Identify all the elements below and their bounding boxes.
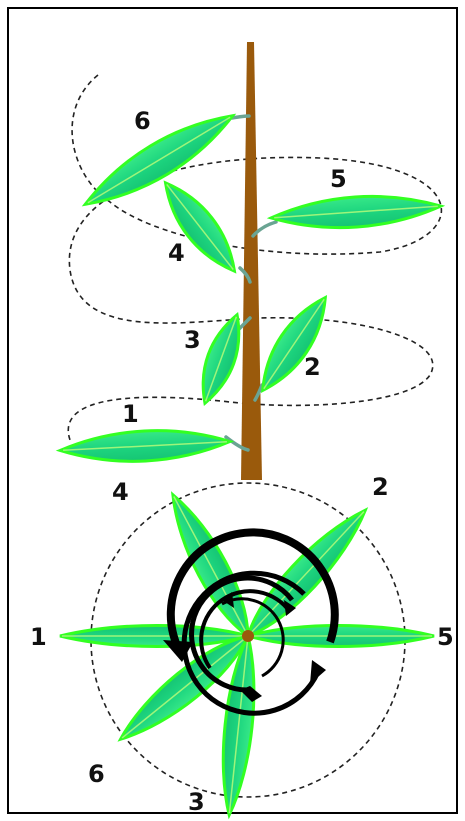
petiole — [230, 114, 251, 120]
petiole — [238, 266, 252, 284]
petiole — [224, 435, 250, 452]
side-label-6: 6 — [134, 107, 151, 135]
top-label-3: 3 — [188, 788, 205, 816]
top-label-6: 6 — [88, 760, 105, 788]
side-leaf-4 — [163, 180, 237, 274]
petiole — [253, 383, 264, 402]
side-label-5: 5 — [330, 165, 347, 193]
side-label-3: 3 — [184, 326, 201, 354]
helix-path — [67, 74, 443, 441]
side-label-1: 1 — [122, 400, 139, 428]
top-label-5: 5 — [437, 623, 454, 651]
top-label-1: 1 — [30, 623, 47, 651]
side-leaf-5 — [266, 194, 446, 230]
top-label-4: 4 — [112, 478, 129, 506]
petiole — [251, 220, 278, 238]
side-view: 1 2 3 4 5 6 — [55, 42, 446, 480]
side-leaf-6 — [81, 113, 237, 207]
side-label-4: 4 — [168, 239, 185, 267]
side-leaf-2 — [260, 295, 328, 393]
top-leaf-5 — [242, 624, 435, 648]
side-label-2: 2 — [304, 353, 321, 381]
spiral-arrows — [163, 528, 339, 716]
stem-cross-section — [242, 630, 254, 642]
side-leaf-3 — [201, 312, 241, 406]
top-view: 1 2 3 4 5 6 — [30, 473, 454, 820]
side-leaf-1 — [55, 429, 235, 463]
stem — [241, 42, 262, 480]
top-label-2: 2 — [372, 473, 389, 501]
